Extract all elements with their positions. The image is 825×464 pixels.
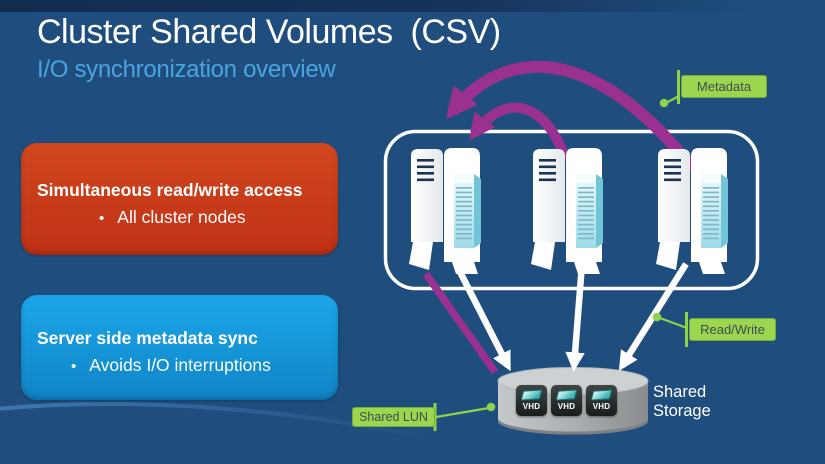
vhd-chip-row: VHD VHD VHD <box>516 385 617 416</box>
metadata-callout-bar <box>677 70 680 104</box>
metadata-write-arrow <box>422 271 499 375</box>
page-title: Cluster Shared Volumes (CSV) <box>37 13 501 51</box>
top-accent-bar <box>0 0 825 12</box>
vhd-disk-icon <box>555 389 578 401</box>
server-icon <box>409 148 481 274</box>
vhd-chip: VHD <box>551 385 582 416</box>
shared-lun-anchor-dot <box>486 402 496 412</box>
vhd-label: VHD <box>592 402 611 411</box>
shared-lun-callout-line <box>435 406 490 419</box>
shared-lun-callout-bar <box>433 403 437 431</box>
read-write-callout-label: Read/Write <box>689 318 776 341</box>
card-simultaneous-access: Simultaneous read/write access All clust… <box>21 143 338 255</box>
vhd-label: VHD <box>522 402 541 411</box>
read-write-callout-bar <box>685 312 688 347</box>
card-heading: Server side metadata sync <box>37 328 258 348</box>
metadata-arc-arrow-1 <box>446 60 699 174</box>
server-icon <box>656 148 728 274</box>
card-bullet: Avoids I/O interruptions <box>21 353 338 379</box>
metadata-arc-arrow-2 <box>469 102 571 162</box>
metadata-anchor-dot <box>659 98 669 108</box>
card-bullet: All cluster nodes <box>21 205 338 231</box>
vhd-disk-icon <box>520 389 543 401</box>
vhd-chip: VHD <box>586 385 617 416</box>
shared-lun-callout-label: Shared LUN <box>352 407 435 427</box>
metadata-callout-line <box>665 95 680 104</box>
vhd-chip: VHD <box>516 385 547 416</box>
shared-storage-label: Shared Storage <box>653 383 711 420</box>
read-write-callout-line <box>659 316 688 330</box>
vhd-disk-icon <box>590 389 613 401</box>
read-write-arrow-2 <box>565 263 586 372</box>
server-icon <box>531 148 603 274</box>
metadata-callout-label: Metadata <box>681 75 767 98</box>
read-write-arrow-1 <box>453 262 511 372</box>
card-metadata-sync: Server side metadata sync Avoids I/O int… <box>21 295 338 400</box>
page-subtitle: I/O synchronization overview <box>37 56 336 83</box>
card-heading: Simultaneous read/write access <box>37 180 303 200</box>
read-write-anchor-dot <box>652 312 662 322</box>
vhd-label: VHD <box>557 402 576 411</box>
cluster-boundary <box>383 129 760 291</box>
